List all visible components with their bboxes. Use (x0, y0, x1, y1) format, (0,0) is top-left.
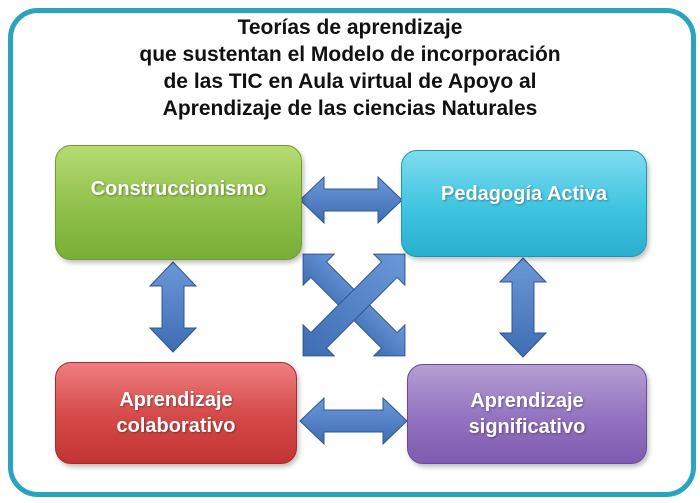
title-line-3: de las TIC en Aula virtual de Apoyo al (163, 70, 537, 93)
box-construccionismo-label: Construccionismo (90, 178, 267, 200)
double-arrow-top (299, 175, 403, 225)
box-pedagogia-activa-label: Pedagogía Activa (441, 183, 607, 205)
double-arrow-right (498, 257, 548, 358)
cross-arrows (302, 253, 406, 357)
box-aprendizaje-significativo: Aprendizaje significativo (407, 364, 647, 464)
box-construccionismo: Construccionismo (55, 145, 302, 260)
title-line-1: Teorías de aprendizaje (237, 16, 463, 39)
box-aprendizaje-significativo-label: Aprendizaje significativo (468, 390, 586, 438)
diagram-title: Teorías de aprendizaje que sustentan el … (40, 14, 660, 122)
double-arrow-bottom (299, 396, 408, 446)
box-aprendizaje-colaborativo: Aprendizaje colaborativo (55, 362, 297, 464)
box-aprendizaje-colaborativo-label: Aprendizaje colaborativo (116, 389, 236, 437)
title-line-4: Aprendizaje de las ciencias Naturales (162, 97, 538, 120)
title-line-2: que sustentan el Modelo de incorporación (139, 43, 561, 66)
box-pedagogia-activa: Pedagogía Activa (401, 150, 647, 257)
double-arrow-left (148, 261, 198, 353)
